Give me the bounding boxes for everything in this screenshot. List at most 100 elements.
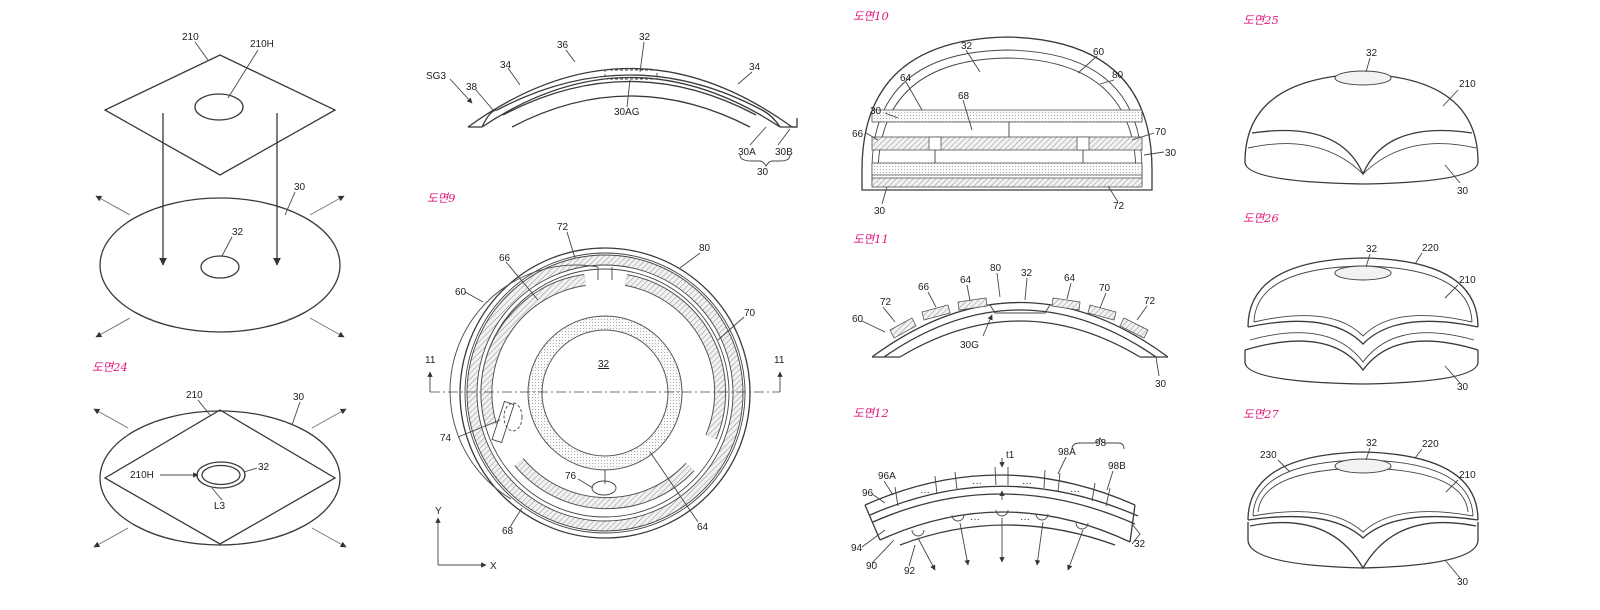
ring-64 — [528, 316, 682, 470]
label-30G: 30G — [960, 340, 979, 351]
label-32: 32 — [598, 359, 610, 370]
figure-23: 210 210H 30 32 — [95, 32, 345, 338]
label-L3: L3 — [214, 501, 226, 512]
label-98: 98 — [1095, 438, 1107, 449]
label-30: 30 — [1457, 382, 1469, 393]
label-32: 32 — [639, 32, 651, 43]
label-80: 80 — [699, 243, 711, 254]
figure-title-11: 도면11 — [853, 232, 889, 246]
label-30-right: 30 — [1165, 148, 1177, 159]
dots: ··· — [970, 514, 980, 525]
center-32 — [200, 255, 240, 279]
label-66: 66 — [918, 282, 930, 293]
label-64-left: 64 — [960, 275, 972, 286]
label-30: 30 — [1457, 577, 1469, 588]
label-72: 72 — [1113, 201, 1125, 212]
label-230: 230 — [1260, 450, 1277, 461]
label-30: 30 — [1457, 186, 1469, 197]
figure-8: SG3 38 34 36 32 34 30AG 30A 30B 30 — [426, 32, 798, 178]
label-30: 30 — [293, 392, 305, 403]
label-32: 32 — [258, 462, 270, 473]
figure-26: 도면26 32 220 210 30 — [1243, 211, 1479, 393]
figure-title-26: 도면26 — [1243, 211, 1279, 225]
figure-title-12: 도면12 — [853, 406, 889, 420]
label-64-right: 64 — [1064, 273, 1076, 284]
label-210: 210 — [1459, 79, 1476, 90]
label-32: 32 — [961, 41, 973, 52]
label-210: 210 — [1459, 470, 1476, 481]
figure-25: 도면25 32 210 30 — [1243, 13, 1479, 197]
figure-title-27: 도면27 — [1243, 407, 1279, 421]
label-98B: 98B — [1108, 461, 1126, 472]
figure-27: 도면27 230 32 220 210 30 — [1243, 407, 1479, 588]
label-30-left: 30 — [870, 106, 882, 117]
label-32: 32 — [1021, 268, 1033, 279]
label-Y: Y — [435, 506, 442, 517]
label-210H: 210H — [130, 470, 154, 481]
label-30A: 30A — [738, 147, 756, 158]
label-80: 80 — [1112, 70, 1124, 81]
layer-70 — [871, 136, 1143, 151]
label-66: 66 — [852, 129, 864, 140]
label-t1: t1 — [1006, 450, 1015, 461]
label-11-left: 11 — [425, 355, 436, 366]
label-90: 90 — [866, 561, 878, 572]
sheet-210 — [103, 409, 337, 545]
label-30: 30 — [757, 167, 769, 178]
label-38: 38 — [466, 82, 478, 93]
label-34-right: 34 — [749, 62, 761, 73]
figure-24: 도면24 210 30 210H 32 L3 — [92, 360, 347, 548]
label-92: 92 — [904, 566, 916, 577]
dots: ··· — [1070, 486, 1080, 497]
figure-10: 도면10 32 60 80 64 30 68 66 70 30 30 72 — [852, 9, 1177, 217]
label-74: 74 — [440, 433, 452, 444]
label-36: 36 — [557, 40, 569, 51]
label-96: 96 — [862, 488, 874, 499]
label-32: 32 — [232, 227, 244, 238]
figure-12: 도면12 ··· ··· ··· ··· ··· ··· — [851, 406, 1146, 577]
label-210H: 210H — [250, 39, 274, 50]
label-60: 60 — [852, 314, 864, 325]
label-210: 210 — [1459, 275, 1476, 286]
label-11-right: 11 — [774, 355, 785, 366]
label-SG3: SG3 — [426, 71, 446, 82]
label-32: 32 — [1134, 539, 1146, 550]
hole-210H — [194, 93, 244, 121]
label-60: 60 — [455, 287, 467, 298]
label-210: 210 — [182, 32, 199, 43]
label-32: 32 — [1366, 244, 1378, 255]
label-60: 60 — [1093, 47, 1105, 58]
label-32: 32 — [1366, 438, 1378, 449]
label-30AG: 30AG — [614, 107, 640, 118]
sheet-210 — [103, 54, 337, 176]
label-32: 32 — [1366, 48, 1378, 59]
figure-title-24: 도면24 — [92, 360, 128, 374]
label-94: 94 — [851, 543, 863, 554]
figure-title-25: 도면25 — [1243, 13, 1279, 27]
label-220: 220 — [1422, 439, 1439, 450]
label-30B: 30B — [775, 147, 793, 158]
label-220: 220 — [1422, 243, 1439, 254]
label-72-left: 72 — [880, 297, 892, 308]
label-64: 64 — [697, 522, 709, 533]
center-32 — [201, 464, 241, 486]
label-64: 64 — [900, 73, 912, 84]
dots: ··· — [920, 487, 930, 498]
label-30: 30 — [1155, 379, 1167, 390]
label-34-left: 34 — [500, 60, 512, 71]
label-30: 30 — [294, 182, 306, 193]
label-70: 70 — [744, 308, 756, 319]
label-68: 68 — [958, 91, 970, 102]
label-98A: 98A — [1058, 447, 1076, 458]
label-70: 70 — [1099, 283, 1111, 294]
dots: ··· — [1020, 514, 1030, 525]
label-80: 80 — [990, 263, 1002, 274]
lens-30 — [99, 410, 341, 546]
label-30-bottom: 30 — [874, 206, 886, 217]
label-68: 68 — [502, 526, 514, 537]
base-72 — [871, 177, 1143, 188]
label-66: 66 — [499, 253, 511, 264]
label-76: 76 — [565, 471, 577, 482]
dots: ··· — [972, 478, 982, 489]
